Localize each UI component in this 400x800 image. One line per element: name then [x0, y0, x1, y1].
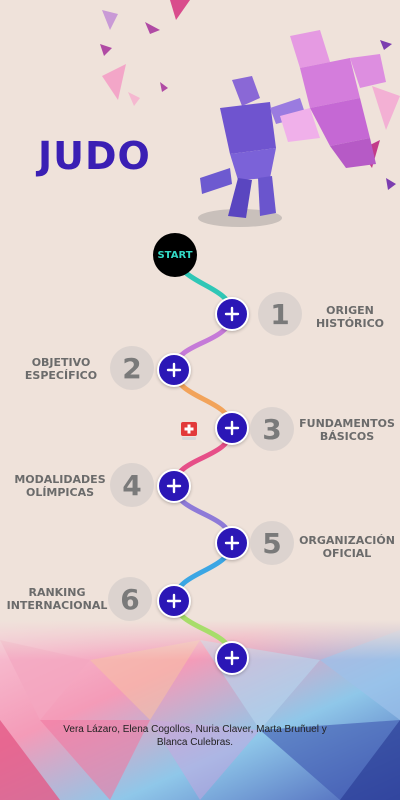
step-1-number: 1 — [258, 292, 302, 336]
final-expand-button[interactable] — [215, 641, 249, 675]
plus-icon — [224, 420, 240, 436]
step-5-expand-button[interactable] — [215, 526, 249, 560]
step-3-label: FUNDAMENTOS BÁSICOS — [299, 417, 395, 443]
step-1-expand-button[interactable] — [215, 297, 249, 331]
plus-icon — [166, 478, 182, 494]
step-4-label: MODALIDADES OLÍMPICAS — [14, 473, 106, 499]
step-2-number: 2 — [110, 346, 154, 390]
start-button[interactable]: START — [153, 233, 197, 277]
step-4-number: 4 — [110, 463, 154, 507]
plus-icon — [224, 306, 240, 322]
step-5-number: 5 — [250, 521, 294, 565]
plus-icon — [166, 593, 182, 609]
plus-icon — [224, 535, 240, 551]
step-4-expand-button[interactable] — [157, 469, 191, 503]
step-6-expand-button[interactable] — [157, 584, 191, 618]
first-aid-kit-icon[interactable] — [180, 420, 198, 442]
step-2-expand-button[interactable] — [157, 353, 191, 387]
step-3-expand-button[interactable] — [215, 411, 249, 445]
plus-icon — [224, 650, 240, 666]
step-3-number: 3 — [250, 407, 294, 451]
judo-throw-illustration — [198, 30, 386, 227]
plus-icon — [166, 362, 182, 378]
step-5-label: ORGANIZACIÓN OFICIAL — [299, 534, 395, 560]
step-1-label: ORIGEN HISTÓRICO — [315, 304, 385, 330]
credits-text: Vera Lázaro, Elena Cogollos, Nuria Clave… — [63, 724, 327, 748]
step-2-label: OBJETIVO ESPECÍFICO — [24, 356, 98, 382]
step-6-number: 6 — [108, 577, 152, 621]
step-6-label: RANKING INTERNACIONAL — [6, 586, 108, 612]
page-title: JUDO — [38, 134, 151, 178]
